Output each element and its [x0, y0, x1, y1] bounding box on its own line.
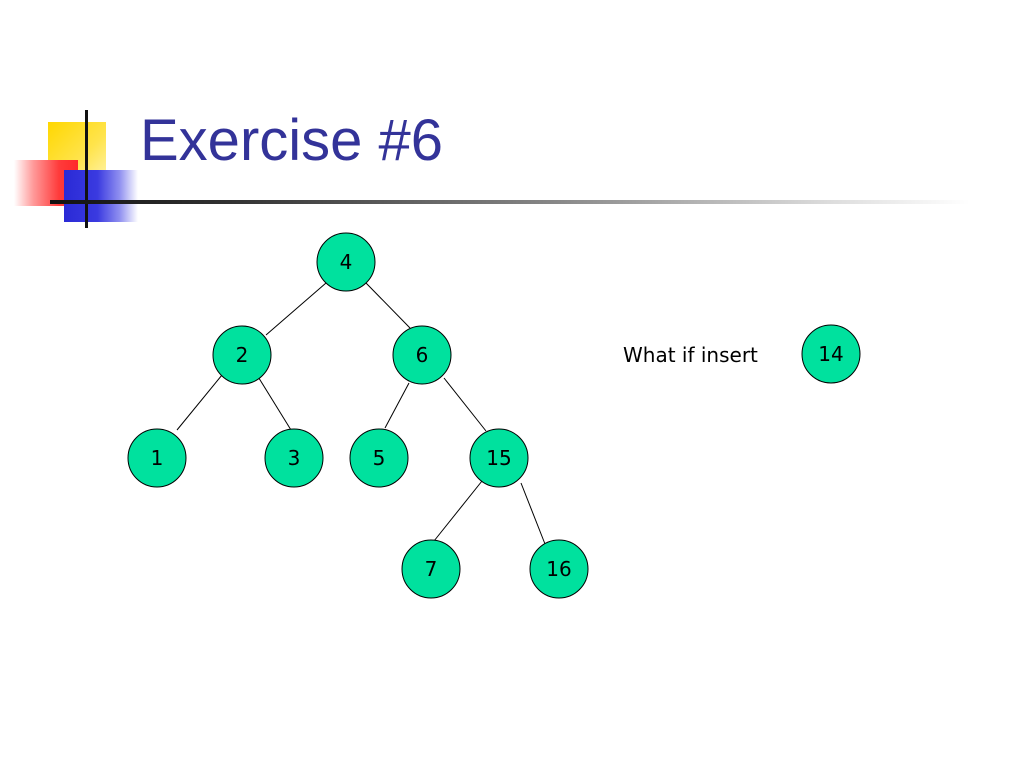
edge-4-6: [365, 282, 411, 329]
tree-node-circle: [316, 232, 376, 292]
logo-vertical-line: [85, 110, 88, 228]
tree-node: 3: [264, 428, 324, 488]
tree-node: 5: [349, 428, 409, 488]
tree-node-label: 15: [486, 446, 511, 470]
tree-node-label: 5: [373, 446, 386, 470]
tree-node-circle: [529, 539, 589, 599]
tree-node-label: 1: [151, 446, 164, 470]
edge-2-3: [256, 374, 292, 431]
logo-blue-bar: [64, 170, 138, 222]
tree-node-circle: [127, 428, 187, 488]
insert-node: 14: [801, 324, 861, 384]
tree-node-circle: [392, 325, 452, 385]
insert-prompt: What if insert: [623, 343, 758, 367]
tree-node-label: 4: [340, 250, 353, 274]
edge-15-16: [520, 482, 546, 545]
tree-node: 4: [316, 232, 376, 292]
tree-node: 2: [212, 325, 272, 385]
insert-node-label: 14: [818, 342, 843, 366]
tree-edges: [176, 282, 546, 545]
tree-node-circle: [212, 325, 272, 385]
tree-node: 1: [127, 428, 187, 488]
insert-node-circle: [801, 324, 861, 384]
tree-node: 7: [401, 539, 461, 599]
tree-node-label: 2: [236, 343, 249, 367]
tree-node: 16: [529, 539, 589, 599]
edge-6-15: [443, 377, 487, 432]
tree-node-circle: [401, 539, 461, 599]
title-underline: [50, 200, 970, 204]
tree-node-circle: [469, 428, 529, 488]
edge-4-2: [265, 282, 327, 336]
tree-node: 6: [392, 325, 452, 385]
tree-node-circle: [349, 428, 409, 488]
slide-title: Exercise #6: [140, 108, 444, 173]
edge-6-5: [384, 382, 410, 429]
edge-2-1: [176, 374, 223, 431]
edge-15-7: [433, 480, 483, 542]
tree-node-circle: [264, 428, 324, 488]
tree-node-label: 7: [425, 557, 438, 581]
tree-node-label: 3: [288, 446, 301, 470]
tree-node: 15: [469, 428, 529, 488]
tree-node-label: 6: [416, 343, 429, 367]
tree-node-label: 16: [546, 557, 571, 581]
